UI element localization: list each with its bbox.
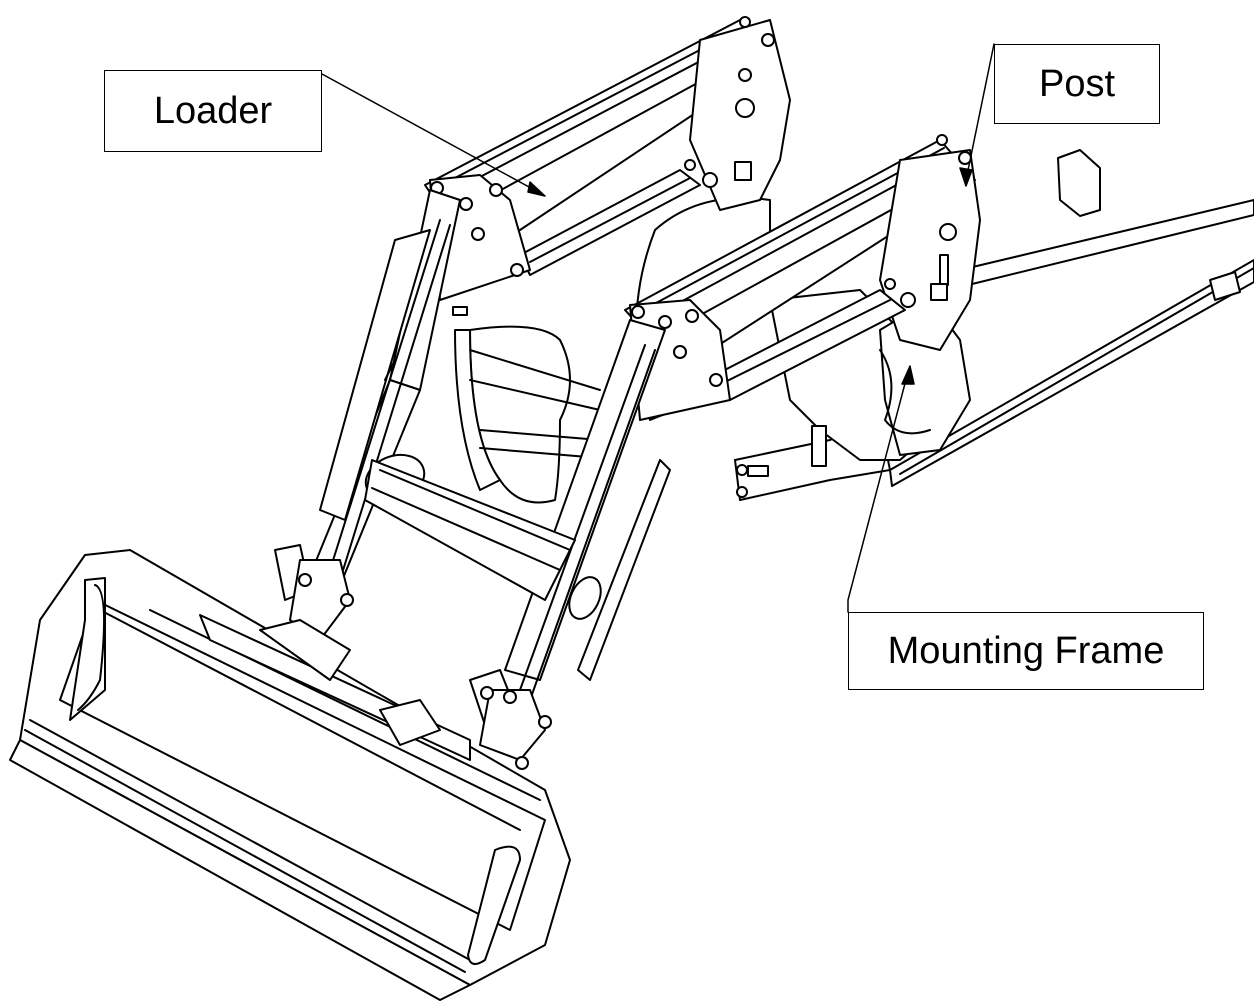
- loader-label: Loader: [104, 70, 322, 152]
- post-label-text: Post: [1038, 62, 1116, 105]
- mounting-frame-label: Mounting Frame: [848, 612, 1204, 690]
- mounting-rails: [889, 149, 1254, 487]
- loader-label-text: Loader: [153, 89, 273, 132]
- post-label: Post: [994, 44, 1160, 124]
- right-loader-arm: [469, 134, 981, 774]
- leader-lines: [321, 43, 995, 613]
- post-arrowhead: [959, 167, 973, 187]
- loader-arrowhead: [527, 181, 546, 197]
- mounting-frame-arrowhead: [901, 365, 915, 385]
- left-loader-arm: [274, 16, 791, 652]
- bucket: [9, 549, 571, 1001]
- cross-tube: [364, 453, 576, 601]
- mounting-frame-label-text: Mounting Frame: [887, 629, 1165, 672]
